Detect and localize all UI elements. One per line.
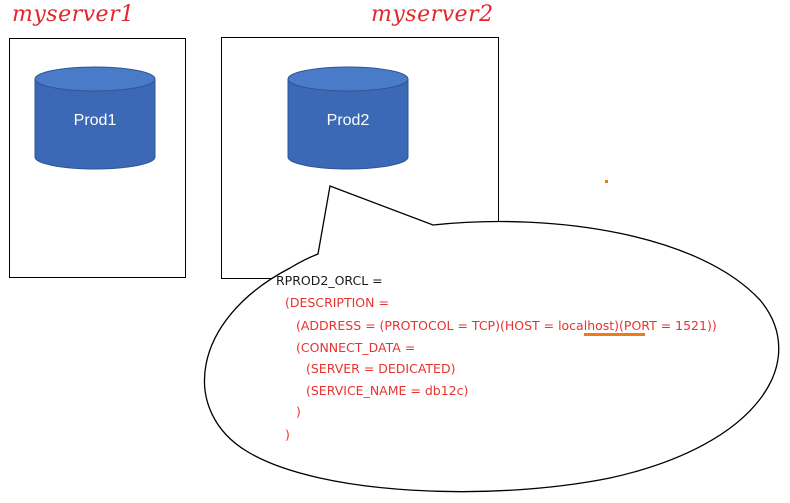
tns-close-description: )	[285, 427, 290, 442]
tns-connect-data: (CONNECT_DATA =	[296, 340, 416, 355]
stray-mark	[605, 180, 608, 183]
server-label-myserver2: myserver2	[371, 2, 494, 27]
tns-address-text: (ADDRESS = (PROTOCOL = TCP)(HOST = local…	[296, 318, 717, 333]
database-icon-prod1: Prod1	[33, 66, 157, 170]
tns-description: (DESCRIPTION =	[285, 295, 389, 310]
tns-service-name: (SERVICE_NAME = db12c)	[306, 383, 469, 398]
localhost-highlight-underline	[584, 333, 645, 336]
tns-close-connect: )	[296, 404, 301, 419]
tns-alias: RPROD2_ORCL =	[276, 273, 383, 288]
tns-address: (ADDRESS = (PROTOCOL = TCP)(HOST = local…	[296, 315, 717, 337]
tns-server: (SERVER = DEDICATED)	[306, 361, 456, 376]
database-label-prod2: Prod2	[326, 112, 370, 129]
database-icon-prod2: Prod2	[286, 66, 410, 170]
database-label-prod1: Prod1	[73, 112, 117, 129]
server-label-myserver1: myserver1	[12, 2, 135, 27]
